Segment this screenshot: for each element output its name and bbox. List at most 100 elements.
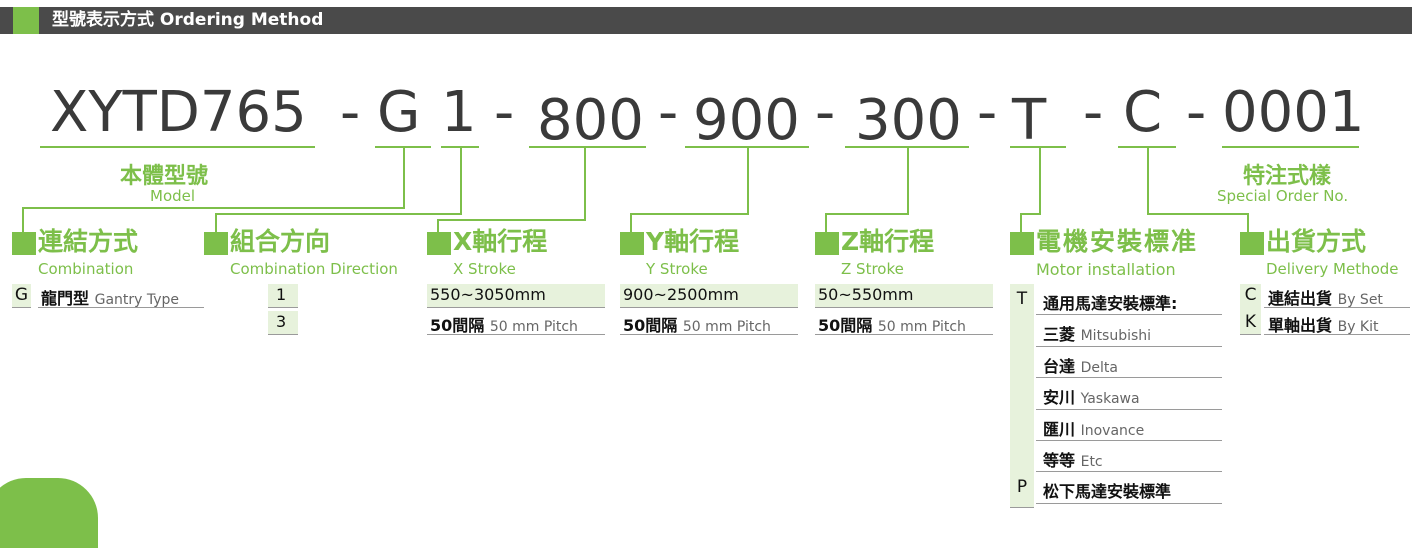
code-sep: -: [977, 80, 998, 145]
motor-code-column: [1010, 284, 1034, 508]
category-marker: [12, 232, 36, 255]
delivery-row: [1264, 284, 1410, 308]
code-x-stroke: 800: [537, 88, 644, 153]
connector: [437, 219, 439, 232]
motor-row: [1036, 284, 1222, 316]
y-stroke-pitch: 50間隔 50 mm Pitch: [623, 316, 771, 335]
code-model: XYTD765: [50, 80, 307, 145]
motor-option-name-en: Etc: [1080, 454, 1103, 470]
pitch-row: [815, 311, 993, 335]
connector: [460, 146, 462, 214]
connector: [907, 146, 909, 214]
delivery-option-name: 單軸出貨: [1268, 316, 1333, 335]
delivery-code-column: [1240, 284, 1261, 335]
code-special: 0001: [1222, 80, 1365, 145]
underline-special: [1222, 146, 1359, 148]
x-stroke-pitch: 50間隔 50 mm Pitch: [430, 316, 578, 335]
connector: [22, 207, 24, 232]
connector: [1020, 213, 1041, 215]
motor-row: [1036, 472, 1222, 504]
code-motor: T: [1012, 88, 1047, 153]
code-sep: -: [658, 80, 679, 145]
motor-option-name: 三菱: [1043, 325, 1076, 345]
motor-row: [1036, 315, 1222, 347]
motor-row: [1036, 378, 1222, 410]
direction-subtitle: Combination Direction: [230, 260, 398, 278]
section-title: 型號表示方式 Ordering Method: [52, 10, 324, 30]
motor-option-name-en: Delta: [1080, 359, 1118, 376]
code-sep: -: [1186, 80, 1207, 145]
motor-row: [1036, 441, 1222, 473]
model-sublabel: Model: [150, 187, 196, 205]
connector: [825, 213, 827, 232]
category-marker: [427, 232, 451, 255]
direction-option: 1: [276, 285, 287, 304]
motor-option: 安川 Yaskawa: [1043, 384, 1140, 408]
section-header-bar: [0, 7, 1412, 34]
combination-title: 連結方式: [38, 227, 139, 256]
motor-code: P: [1016, 477, 1028, 498]
motor-option-name-en: Yaskawa: [1080, 391, 1140, 408]
motor-option-name: 安川: [1043, 388, 1076, 408]
motor-option-name: 通用馬達安裝標準:: [1043, 294, 1178, 313]
connector: [1147, 146, 1149, 214]
connector: [215, 213, 217, 232]
motor-row: [1036, 410, 1222, 441]
motor-code: T: [1016, 289, 1028, 309]
range-box: [427, 284, 605, 308]
code-sep: -: [494, 80, 515, 145]
x-stroke-range: 550~3050mm: [430, 285, 546, 304]
code-z-stroke: 300: [855, 88, 962, 153]
connector: [630, 213, 632, 232]
connector: [437, 219, 586, 221]
motor-option: 通用馬達安裝標準:: [1043, 290, 1177, 314]
motor-subtitle: Motor installation: [1036, 260, 1176, 279]
combination-row: [38, 284, 204, 308]
category-marker: [620, 232, 644, 255]
motor-row: [1036, 347, 1222, 379]
combination-subtitle: Combination: [38, 260, 134, 278]
option-box: [268, 284, 298, 308]
motor-option: 三菱 Mitsubishi: [1043, 321, 1151, 345]
code-direction: 1: [441, 80, 477, 145]
code-sep: -: [340, 80, 361, 145]
underline-model: [40, 146, 315, 148]
category-marker: [815, 232, 839, 255]
direction-option: 3: [276, 312, 287, 331]
code-sep: -: [815, 80, 836, 145]
delivery-option-name-en: By Set: [1337, 292, 1383, 308]
z-stroke-subtitle: Z Stroke: [841, 260, 904, 278]
pitch-row: [427, 311, 605, 335]
y-stroke-subtitle: Y Stroke: [646, 260, 708, 278]
range-box: [815, 284, 993, 308]
x-stroke-title: X軸行程: [453, 227, 548, 256]
category-marker: [1010, 232, 1034, 255]
delivery-option: 連結出貨 By Set: [1268, 285, 1383, 309]
model-label: 本體型號: [120, 164, 209, 189]
z-stroke-range: 50~550mm: [818, 285, 914, 304]
motor-title: 電機安裝標准: [1036, 227, 1199, 256]
special-sublabel: Special Order No.: [1217, 187, 1349, 205]
page-number-tab: [0, 478, 98, 548]
code-delivery: C: [1123, 80, 1163, 145]
category-marker: [204, 232, 228, 255]
connector: [630, 213, 749, 215]
special-label: 特注式樣: [1243, 164, 1332, 189]
delivery-option-name-en: By Kit: [1337, 319, 1379, 335]
x-stroke-subtitle: X Stroke: [453, 260, 516, 278]
motor-option-name: 匯川: [1043, 419, 1076, 439]
delivery-title: 出貨方式: [1266, 227, 1367, 256]
option-box: [268, 311, 298, 335]
z-stroke-pitch: 50間隔 50 mm Pitch: [818, 316, 966, 335]
code-combination: G: [377, 80, 421, 145]
direction-title: 組合方向: [230, 227, 331, 256]
category-marker: [1240, 232, 1264, 255]
motor-option: 台達 Delta: [1043, 353, 1118, 377]
motor-option-name-en: Mitsubishi: [1080, 328, 1152, 345]
pitch-row: [620, 311, 798, 335]
connector: [825, 213, 909, 215]
motor-option: 匯川 Inovance: [1043, 416, 1144, 440]
range-box: [620, 284, 798, 308]
connector: [1147, 213, 1249, 215]
underline-motor: [1010, 146, 1066, 148]
